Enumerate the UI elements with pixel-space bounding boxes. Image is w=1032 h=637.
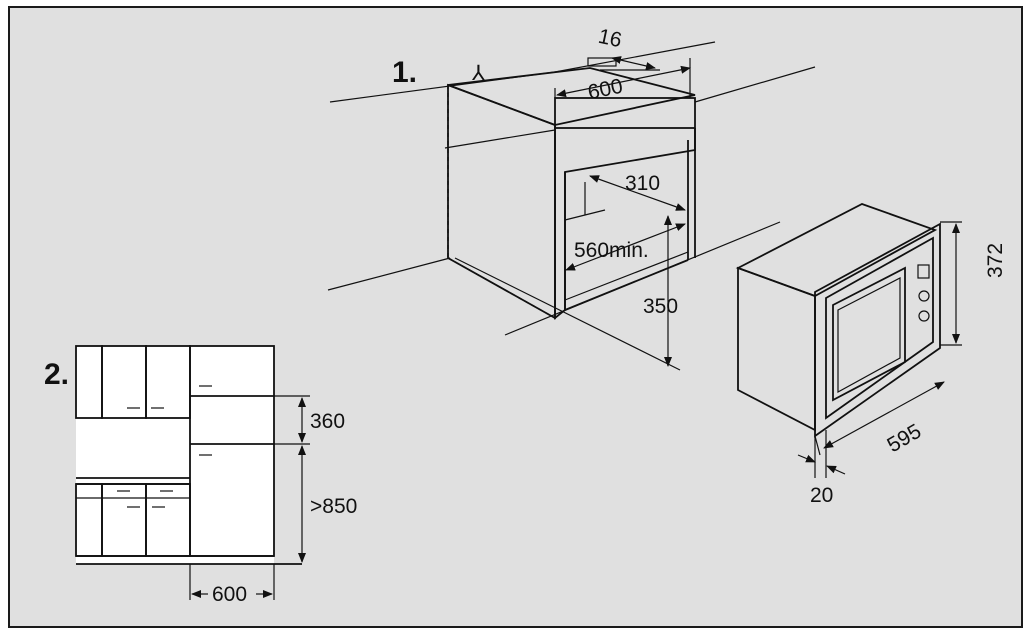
- inner-depth-label: 310: [625, 172, 660, 195]
- frame-width-label: 20: [810, 484, 833, 507]
- cabinet-niche-drawing: 16 600 310 560min. 350 1. ⅄: [327, 25, 816, 371]
- step-2-label: 2.: [44, 358, 69, 391]
- ground-symbol: ⅄: [471, 62, 485, 85]
- upper-height-label: 360: [310, 410, 345, 433]
- kitchen-width-label: 600: [212, 583, 247, 606]
- depth-top-label: 16: [596, 25, 624, 52]
- base-height-label: >850: [310, 495, 357, 518]
- appliance-height-label: 372: [984, 243, 1007, 278]
- step-1-label: 1.: [392, 56, 417, 89]
- kitchen-layout-drawing: 2. 360 >850: [44, 345, 357, 606]
- min-depth-label: 560min.: [574, 239, 649, 262]
- height-label: 350: [643, 295, 678, 318]
